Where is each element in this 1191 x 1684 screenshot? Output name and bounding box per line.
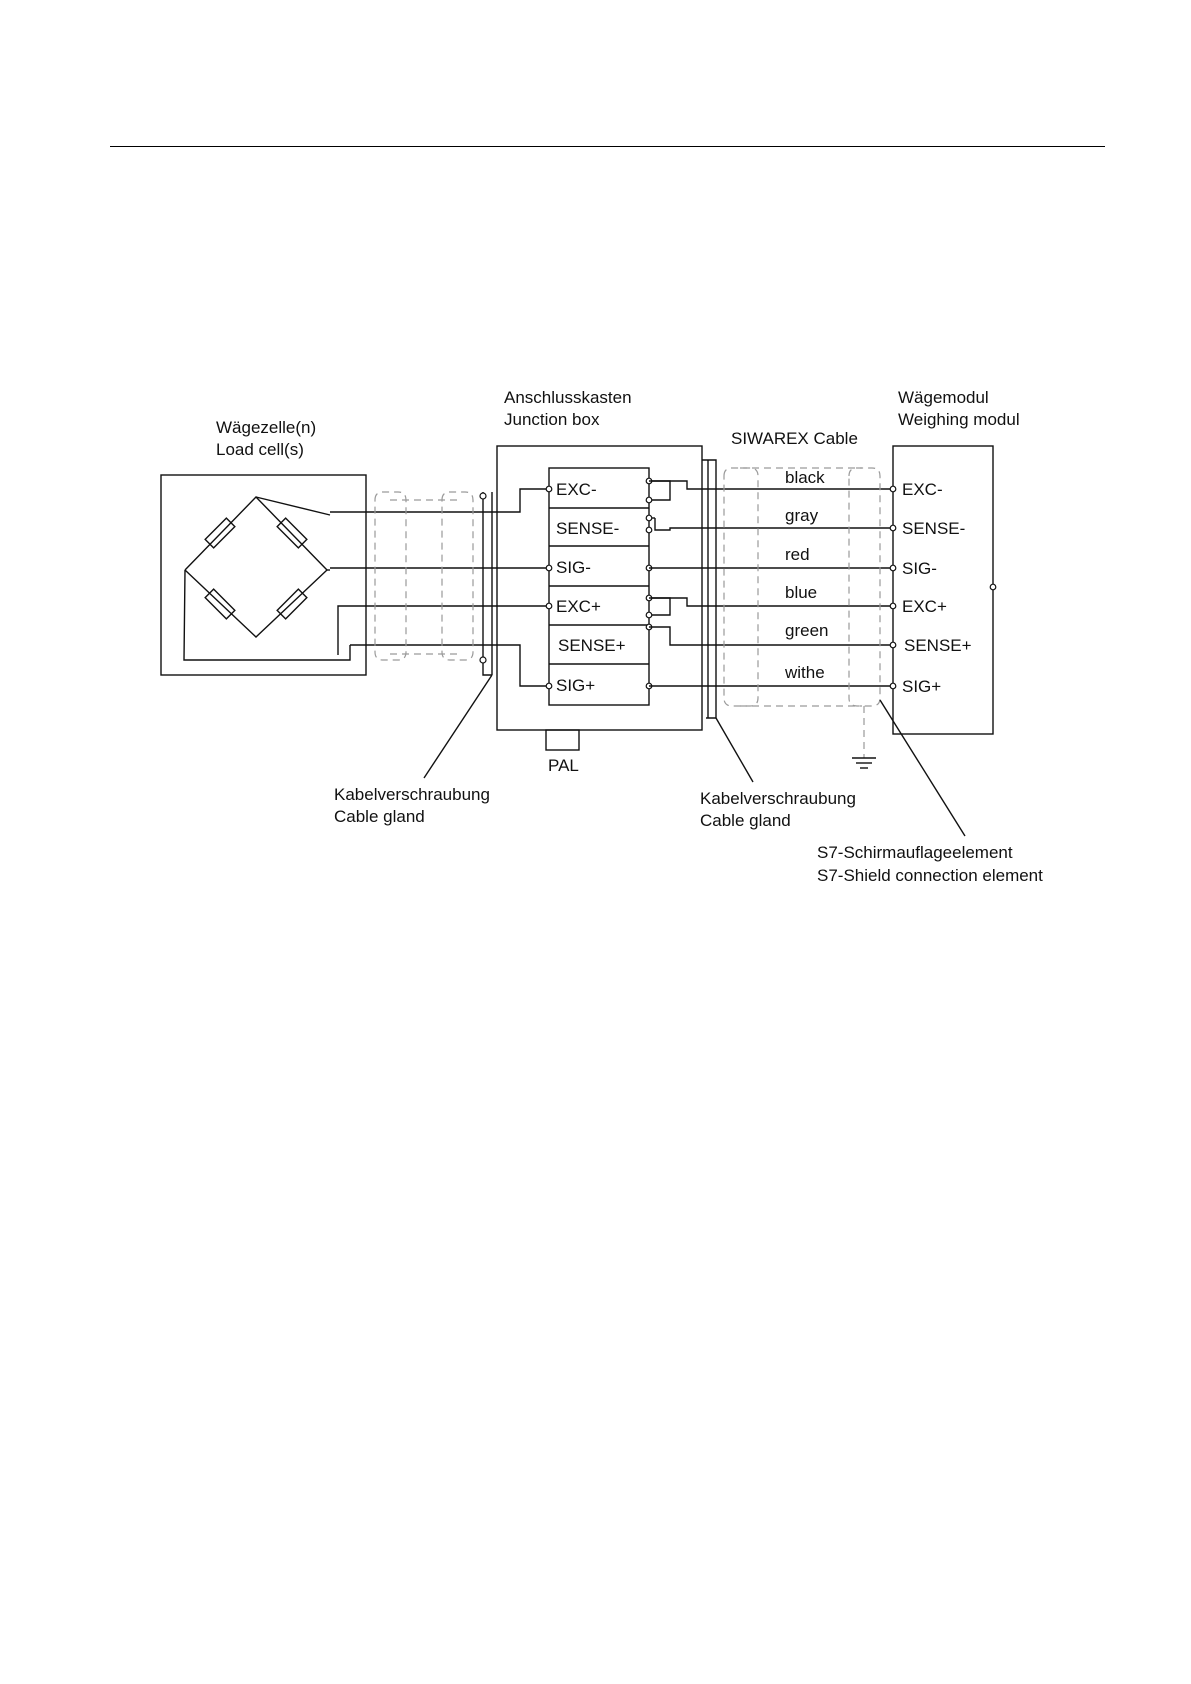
junction-terminal-sense-minus: SENSE- <box>556 519 619 538</box>
left-cable <box>330 488 549 687</box>
callout-right-gland <box>715 717 754 783</box>
module-terminal-sense-minus: SENSE- <box>902 519 965 538</box>
cable-gland-left-label-de: Kabelverschraubung <box>334 785 490 804</box>
cable-label: SIWAREX Cable <box>731 429 858 448</box>
weighing-module-label-en: Weighing modul <box>898 410 1020 429</box>
module-terminal-sig-minus: SIG- <box>902 559 937 578</box>
load-cell <box>160 474 367 676</box>
weighing-module-label-de: Wägemodul <box>898 388 989 407</box>
header-rule <box>110 146 1105 147</box>
wire-label-red: red <box>785 545 810 564</box>
pal-connector <box>545 729 580 751</box>
junction-box-outline <box>496 445 703 731</box>
load-cell-label-de: Wägezelle(n) <box>216 418 316 437</box>
load-cell-box <box>160 474 367 676</box>
junction-box: EXC- SENSE- SIG- EXC+ SENSE+ SIG+ <box>496 445 703 775</box>
wire-black <box>649 480 890 490</box>
load-cell-label-en: Load cell(s) <box>216 440 304 459</box>
weighing-module: EXC- SENSE- SIG- EXC+ SENSE+ SIG+ <box>889 445 997 735</box>
ground-icon <box>852 757 876 769</box>
wire-label-green: green <box>785 621 828 640</box>
junction-box-label-en: Junction box <box>504 410 600 429</box>
siwarex-cable-shield <box>723 467 881 758</box>
junction-terminal-exc-minus: EXC- <box>556 480 597 499</box>
siwarex-cable: black gray red blue green withe <box>649 459 890 769</box>
module-terminal-sense-plus: SENSE+ <box>904 636 972 655</box>
junction-box-label-de: Anschlusskasten <box>504 388 632 407</box>
cable-gland-left-label-en: Cable gland <box>334 807 425 826</box>
wire-green <box>649 626 890 646</box>
junction-terminal-exc-plus: EXC+ <box>556 597 601 616</box>
cable-gland-right-label-de: Kabelverschraubung <box>700 789 856 808</box>
wheatstone-bridge <box>184 495 328 638</box>
pal-label: PAL <box>548 756 579 775</box>
wire-blue <box>649 597 890 607</box>
module-terminal-exc-minus: EXC- <box>902 480 943 499</box>
junction-terminal-sig-plus: SIG+ <box>556 676 595 695</box>
junction-terminal-sense-plus: SENSE+ <box>558 636 626 655</box>
junction-terminal-sig-minus: SIG- <box>556 558 591 577</box>
module-terminal-sig-plus: SIG+ <box>902 677 941 696</box>
wire-label-white: withe <box>784 663 825 682</box>
cable-gland-right-label-en: Cable gland <box>700 811 791 830</box>
callout-left-gland <box>423 674 493 779</box>
wire-gray <box>654 518 890 531</box>
shield-element-label-de: S7-Schirmauflageelement <box>817 843 1013 862</box>
wire-label-gray: gray <box>785 506 819 525</box>
wire-label-blue: blue <box>785 583 817 602</box>
left-cable-shield <box>374 491 474 661</box>
shield-element-label-en: S7-Shield connection element <box>817 866 1043 885</box>
module-terminal-exc-plus: EXC+ <box>902 597 947 616</box>
callout-shield-element <box>879 699 966 837</box>
wire-label-black: black <box>785 468 825 487</box>
